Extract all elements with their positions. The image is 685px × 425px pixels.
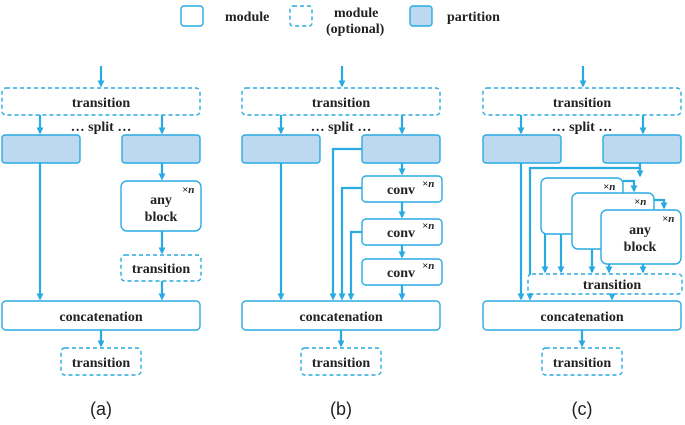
- times-n-label: ×n: [422, 260, 434, 272]
- final-transition-box: [300, 347, 382, 376]
- any-block-front: [600, 209, 682, 265]
- transition-label: transition: [553, 96, 612, 111]
- caption-c: (c): [572, 399, 593, 419]
- partition-right: [121, 134, 201, 164]
- legend-optional-swatch: [289, 5, 313, 27]
- times-n-label: ×n: [422, 178, 434, 190]
- skip-arrow-conv1: [338, 186, 362, 301]
- concatenation-label: concatenation: [299, 310, 382, 325]
- final-transition-box: [60, 347, 142, 376]
- times-n-label: ×n: [662, 213, 674, 225]
- concatenation-label: concatenation: [540, 310, 623, 325]
- transition-box: [482, 87, 682, 116]
- partition-left: [241, 134, 321, 164]
- legend-partition-swatch: [409, 5, 433, 27]
- times-n-label: ×n: [422, 220, 434, 232]
- transition-box: [1, 87, 201, 116]
- inner-transition-label: transition: [132, 262, 191, 277]
- any-block-line1: any: [629, 223, 651, 238]
- partition-right: [361, 134, 441, 164]
- final-transition-label: transition: [553, 356, 612, 371]
- legend-optional-label-line1: module: [334, 6, 378, 21]
- inner-transition-box: [527, 273, 683, 295]
- skip-arrow-conv2: [347, 230, 362, 301]
- inner-transition-label: transition: [583, 278, 642, 293]
- final-transition-label: transition: [72, 356, 131, 371]
- conv-label-2: conv: [387, 226, 415, 241]
- final-transition-label: transition: [312, 356, 371, 371]
- any-block-line2: block: [624, 240, 657, 255]
- caption-b: (b): [330, 399, 352, 419]
- times-n-label: ×n: [603, 181, 615, 193]
- final-transition-box: [541, 347, 623, 376]
- panel-c: transition … split … ×n ×n any block ×n …: [482, 66, 683, 419]
- conv-label-3: conv: [387, 266, 415, 281]
- any-block-line2: block: [145, 210, 178, 225]
- legend-partition-label: partition: [447, 10, 500, 25]
- panel-a: transition … split … any block ×n transi…: [1, 66, 202, 419]
- skip-arrow-partition: [329, 147, 362, 301]
- chain-arrow-1: [623, 179, 638, 193]
- times-n-label: ×n: [182, 184, 194, 196]
- split-label: … split …: [311, 120, 372, 135]
- skip-arrow-partition: [526, 163, 642, 301]
- caption-a: (a): [90, 399, 112, 419]
- panel-b: transition … split … conv ×n conv ×n con…: [241, 66, 443, 419]
- partition-left: [1, 134, 81, 164]
- any-block-line1: any: [150, 193, 172, 208]
- split-label: … split …: [552, 120, 613, 135]
- conv-label-1: conv: [387, 183, 415, 198]
- transition-box: [241, 87, 441, 116]
- partition-left: [482, 134, 562, 164]
- times-n-label: ×n: [634, 196, 646, 208]
- legend-optional-label-line2: (optional): [326, 22, 385, 37]
- split-label: … split …: [71, 120, 132, 135]
- legend-module-label: module: [225, 10, 269, 25]
- partition-right: [602, 134, 682, 164]
- transition-label: transition: [312, 96, 371, 111]
- inner-transition-box: [120, 254, 202, 282]
- chain-arrow-2: [654, 198, 668, 210]
- legend: module module (optional) partition: [180, 5, 500, 37]
- concatenation-label: concatenation: [59, 310, 142, 325]
- transition-label: transition: [72, 96, 131, 111]
- legend-module-swatch: [180, 5, 204, 27]
